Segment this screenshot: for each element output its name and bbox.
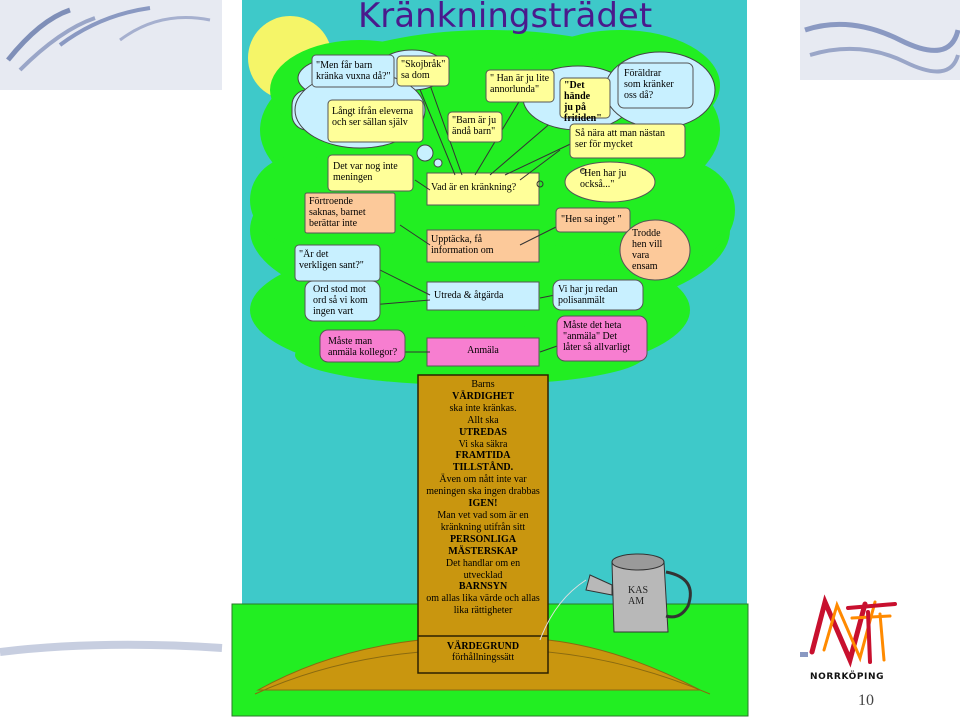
norrkoping-logo-icon: [809, 594, 897, 668]
logo-dot: [800, 652, 808, 657]
bubble-3-text: " Han är ju lite annorlunda": [490, 73, 550, 95]
bubble-7: [447, 111, 503, 143]
bubble-11-text: Förtroende saknas, barnet berättar inte: [309, 196, 366, 229]
bubble-15: [304, 280, 381, 322]
bubble-5: [617, 62, 694, 109]
bubble-17: [319, 329, 406, 363]
bubble-2-text: "Skojbråk" sa dom: [401, 59, 446, 81]
bubble-7-text: "Barn är ju ändå barn": [452, 115, 497, 137]
bubble-12: [555, 207, 631, 233]
branch-box-question: [426, 172, 540, 206]
bubble-18-text: Måste det heta "anmäla" Det låter så all…: [563, 320, 631, 353]
watering-can-icon: [539, 553, 692, 641]
branch-question-text: Vad är en kränkning?: [431, 182, 517, 193]
bubble-1: [311, 54, 395, 88]
bubble-10-text: "Hen har ju också...": [580, 168, 627, 190]
bubble-14-text: "Är det verkligen sant?": [299, 249, 364, 271]
bubble-2: [396, 55, 450, 87]
top-right-wave-decoration: [800, 0, 960, 80]
bubble-15-text: Ord stod mot ord så vi kom ingen vart: [313, 284, 368, 317]
page-number: 10: [858, 692, 874, 709]
bubble-13-text: Trodde hen vill vara ensam: [632, 228, 663, 272]
bubble-8: [569, 123, 686, 159]
branch-box-investigate: [426, 281, 540, 311]
bubble-11: [304, 192, 396, 234]
bubble-16-text: Vi har ju redan polisanmält: [558, 284, 618, 306]
bubble-9-text: Det var nog inte meningen: [333, 161, 398, 183]
branch-box-report: [426, 337, 540, 367]
watering-can-label: KAS AM: [628, 585, 649, 607]
bubble-10: [564, 161, 656, 203]
tree-trunk: [417, 374, 549, 674]
bubble-5-text: Föräldrar som kränker oss då?: [624, 68, 674, 101]
speech-pointers: [369, 69, 601, 353]
bubble-6: [327, 99, 424, 143]
logo-wordmark: NORRKÖPING: [810, 672, 885, 682]
bubble-18: [556, 315, 648, 362]
bubble-4-text: "Det hände ju på fritiden": [564, 80, 602, 124]
base-text: VÄRDEGRUND förhållningssätt: [446, 641, 520, 663]
bubble-6-text: Långt ifrån eleverna och ser sällan själ…: [332, 106, 414, 128]
trunk-text: Barns VÄRDIGHET ska inte kränkas. Allt s…: [426, 379, 540, 617]
top-left-wave-decoration: [0, 0, 222, 90]
branch-box-discover: [426, 229, 540, 263]
bubble-17-text: Måste man anmäla kollegor?: [328, 336, 398, 358]
branch-discover-text: Upptäcka, få information om: [431, 234, 494, 256]
bubble-8-text: Så nära att man nästan ser för mycket: [575, 128, 665, 150]
bubble-16: [552, 279, 644, 311]
bubble-12-text: "Hen sa inget ": [561, 214, 622, 225]
speech-bubbles: [291, 49, 716, 363]
bottom-left-wave-decoration: [0, 640, 223, 656]
bubble-3: [485, 69, 555, 103]
bubble-4: [559, 77, 611, 119]
bubble-13: [619, 219, 691, 281]
branch-investigate-text: Utreda & åtgärda: [434, 290, 504, 301]
bubble-1-text: "Men får barn kränka vuxna då?": [316, 60, 391, 82]
slide-title: Kränkningsträdet: [358, 0, 653, 36]
branch-report-text: Anmäla: [467, 345, 499, 356]
bubble-9: [327, 154, 414, 192]
